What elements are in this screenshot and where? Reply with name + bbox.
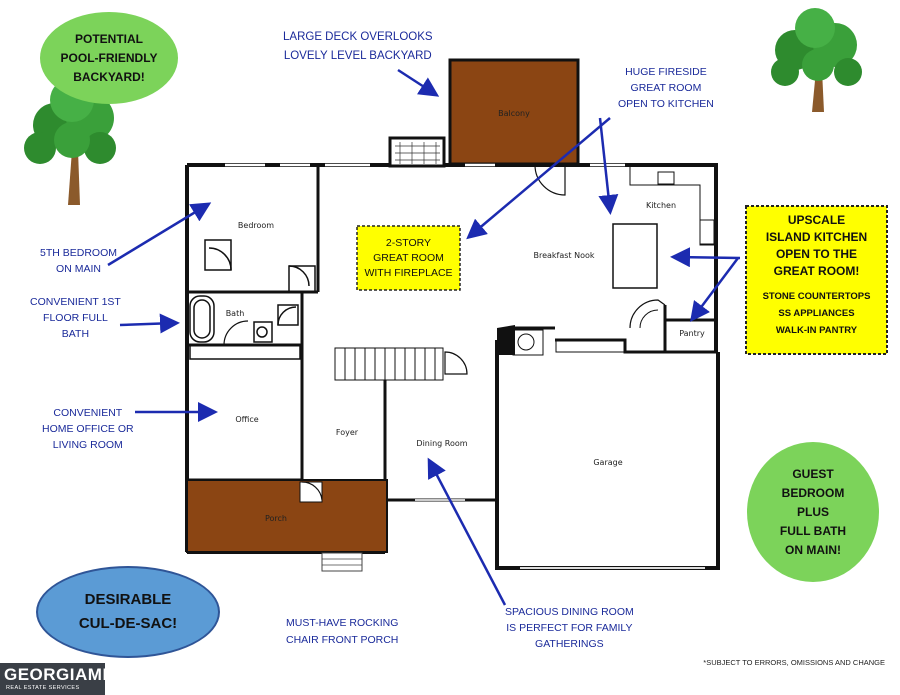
room-label-breakfast-nook: Breakfast Nook: [533, 251, 594, 260]
balcony-deck: [448, 58, 580, 166]
guest-bedroom-callout: GUEST BEDROOM PLUS FULL BATH ON MAIN!: [747, 442, 879, 582]
two-story-callout-box: [356, 225, 461, 291]
kitchen-callout-box: [745, 205, 888, 355]
two-story-callout: 2-STORY GREAT ROOM WITH FIREPLACE: [364, 237, 453, 279]
georgia-mls-logo: GEORGIAMLS REAL ESTATE SERVICES: [0, 663, 125, 695]
callout-arrows: [107, 68, 741, 606]
staircase: [334, 347, 444, 381]
bedroom-main-callout: 5TH BEDROOM ON MAIN: [40, 247, 118, 275]
room-label-office: Office: [235, 415, 258, 424]
porch-callout: MUST-HAVE ROCKING CHAIR FRONT PORCH: [286, 617, 399, 646]
room-label-garage: Garage: [593, 458, 622, 467]
logo-name: GEORGIAMLS: [4, 665, 126, 684]
dining-callout: SPACIOUS DINING ROOM IS PERFECT FOR FAMI…: [505, 606, 634, 650]
room-label-foyer: Foyer: [336, 428, 359, 437]
tree-icon: [24, 78, 116, 205]
disclaimer-text: *SUBJECT TO ERRORS, OMISSIONS AND CHANGE: [703, 658, 885, 667]
porch-deck: [186, 479, 388, 553]
kitchen-counters: [555, 165, 716, 353]
front-steps: [321, 552, 363, 572]
deck-callout: LARGE DECK OVERLOOKS LOVELY LEVEL BACKYA…: [283, 31, 433, 62]
room-label-balcony: Balcony: [498, 109, 530, 118]
office-callout: CONVENIENT HOME OFFICE OR LIVING ROOM: [42, 407, 134, 451]
room-label-dining-room: Dining Room: [416, 439, 467, 448]
room-label-kitchen: Kitchen: [646, 201, 676, 210]
room-label-porch: Porch: [265, 514, 287, 523]
room-label-bedroom: Bedroom: [238, 221, 274, 230]
bath-fixtures: [189, 295, 301, 360]
cul-de-sac-callout: DESIRABLE CUL-DE-SAC!: [36, 566, 220, 658]
logo-subtitle: REAL ESTATE SERVICES: [6, 685, 80, 691]
full-bath-callout: CONVENIENT 1ST FLOOR FULL BATH: [30, 296, 121, 340]
fireplace: [388, 136, 446, 168]
kitchen-callout: UPSCALE ISLAND KITCHEN OPEN TO THE GREAT…: [762, 213, 871, 336]
tree-icon: [771, 8, 862, 112]
room-label-pantry: Pantry: [679, 329, 705, 338]
room-label-bath: Bath: [226, 309, 245, 318]
pool-backyard-callout: POTENTIAL POOL-FRIENDLY BACKYARD!: [40, 12, 178, 104]
great-room-callout: HUGE FIRESIDE GREAT ROOM OPEN TO KITCHEN: [618, 66, 714, 110]
